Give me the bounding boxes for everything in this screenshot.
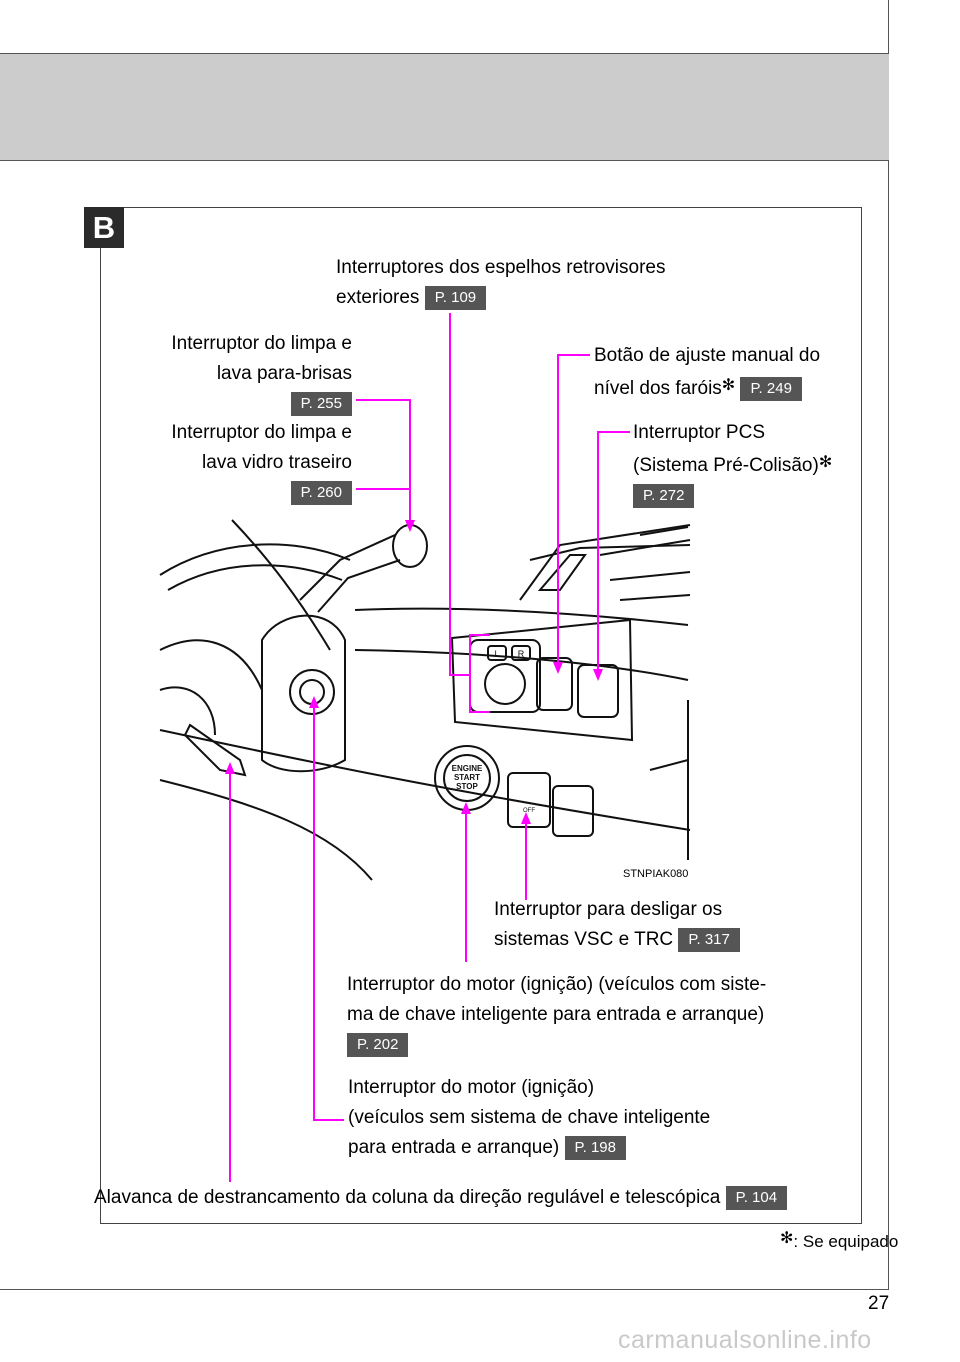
engine-label-1: ENGINE	[452, 764, 483, 773]
vsc-line2: sistemas VSC e TRC	[494, 929, 674, 950]
asterisk-icon: ✻	[818, 454, 833, 471]
wiper-front-line2: lava para-brisas	[216, 363, 352, 384]
equipped-note: ✻: Se equipado	[780, 1228, 898, 1252]
engine-key-line1: Interruptor do motor (ignição)	[348, 1077, 595, 1098]
wiper-rear-line1: Interruptor do limpa e	[171, 422, 352, 443]
engine-key-ref[interactable]: P. 198	[564, 1135, 626, 1160]
vsc-line1: Interruptor para desligar os	[494, 899, 723, 920]
engine-smart-label: Interruptor do motor (ignição) (veículos…	[347, 970, 766, 1060]
engine-key-line2: (veículos sem sistema de chave inteligen…	[348, 1107, 711, 1128]
pcs-line2: (Sistema Pré-Colisão)	[633, 455, 819, 476]
headlight-ref[interactable]: P. 249	[740, 376, 802, 401]
equipped-text: : Se equipado	[793, 1232, 899, 1251]
mirror-l-label: L	[494, 649, 499, 659]
tilt-line: Alavanca de destrancamento da coluna da …	[94, 1187, 721, 1208]
key-cylinder	[289, 669, 335, 715]
mirror-label: Interruptores dos espelhos retrovisores …	[336, 253, 666, 313]
wiper-rear-line2: lava vidro traseiro	[202, 452, 352, 473]
engine-smart-line2: ma de chave inteligente para entrada e a…	[347, 1004, 765, 1025]
mirror-label-line2: exteriores	[336, 287, 420, 308]
vsc-ref[interactable]: P. 317	[678, 927, 740, 952]
header-bar	[0, 53, 889, 161]
vsc-off-switch	[507, 772, 551, 828]
leader-arrowheads	[225, 520, 603, 824]
asterisk-icon: ✻	[780, 1230, 794, 1247]
leader-lines	[229, 313, 630, 1182]
page-number: 27	[868, 1293, 890, 1314]
pcs-ref[interactable]: P. 272	[633, 483, 695, 508]
wiper-front-label: Interruptor do limpa e lava para-brisas …	[120, 329, 352, 419]
steering-wheel-spoke	[159, 639, 263, 691]
pcs-line1: Interruptor PCS	[633, 422, 765, 443]
engine-key-line3: para entrada e arranque)	[348, 1137, 560, 1158]
vsc-off-label: OFF	[523, 808, 535, 814]
asterisk-icon: ✻	[721, 377, 736, 394]
engine-smart-line1: Interruptor do motor (ignição) (veículos…	[347, 974, 767, 995]
pcs-label: Interruptor PCS (Sistema Pré-Colisão)✻ P…	[633, 418, 832, 511]
engine-key-label: Interruptor do motor (ignição) (veículos…	[348, 1073, 710, 1163]
image-code: STNPIAK080	[623, 868, 689, 880]
headlight-line1: Botão de ajuste manual do	[594, 345, 821, 366]
engine-smart-ref[interactable]: P. 202	[347, 1032, 409, 1057]
mirror-r-label: R	[518, 649, 525, 659]
mirror-label-line1: Interruptores dos espelhos retrovisores	[336, 257, 666, 278]
steering-wheel-outline	[159, 543, 351, 576]
page-frame	[0, 0, 889, 1290]
switch-panel	[450, 618, 634, 742]
steering-column	[261, 614, 346, 773]
vsc-label: Interruptor para desligar os sistemas VS…	[494, 895, 740, 955]
engine-label-3: STOP	[456, 782, 478, 791]
headlight-switch	[536, 657, 573, 711]
watermark: carmanualsonline.info	[618, 1326, 872, 1354]
wiper-rear-ref[interactable]: P. 260	[290, 480, 352, 505]
wiper-stalk	[299, 534, 396, 601]
headlight-line2: nível dos faróis	[594, 378, 722, 399]
wiper-front-ref[interactable]: P. 255	[290, 391, 352, 416]
tilt-label: Alavanca de destrancamento da coluna da …	[94, 1183, 788, 1213]
wiper-rear-label: Interruptor do limpa e lava vidro trasei…	[120, 418, 352, 508]
engine-label-2: START	[454, 773, 480, 782]
mirror-ref[interactable]: P. 109	[424, 285, 487, 310]
section-letter: B	[84, 207, 124, 248]
content-box	[100, 207, 862, 1224]
tilt-ref[interactable]: P. 104	[725, 1185, 788, 1210]
wiper-front-line1: Interruptor do limpa e	[171, 333, 352, 354]
headlight-label: Botão de ajuste manual do nível dos faró…	[594, 341, 820, 404]
